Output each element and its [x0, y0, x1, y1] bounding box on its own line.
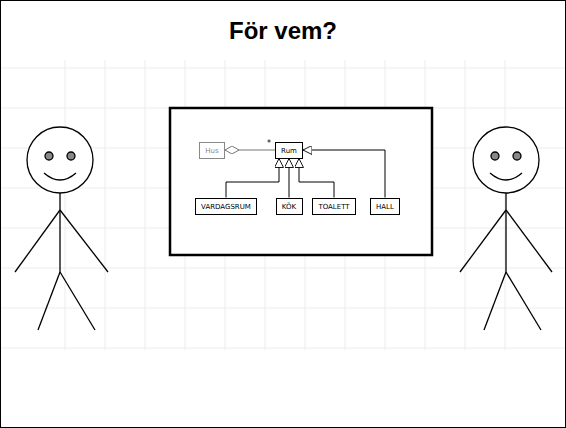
- class-name: TOALETT: [313, 203, 355, 212]
- inheritance-line: [299, 159, 334, 198]
- grid: [0, 60, 566, 350]
- stick-figure: [460, 127, 552, 330]
- inheritance-line: [303, 150, 385, 198]
- class-name: KÖK: [277, 203, 302, 212]
- class-name: HALL: [371, 203, 399, 212]
- class-name: Hus: [200, 147, 224, 156]
- class-box: VARDAGSRUM: [195, 198, 257, 215]
- class-box: TOALETT: [312, 198, 356, 215]
- inheritance-line: [226, 159, 279, 198]
- aggregation-line: [225, 150, 275, 151]
- class-box: Rum: [275, 142, 303, 159]
- class-name: Rum: [276, 147, 302, 156]
- class-box: Hus: [199, 142, 225, 159]
- class-box: KÖK: [276, 198, 303, 215]
- whiteboard: [170, 108, 432, 255]
- inheritance-line: [289, 159, 290, 198]
- class-name: VARDAGSRUM: [196, 203, 256, 212]
- stick-figure: [15, 127, 108, 330]
- multiplicity-label: *: [266, 139, 272, 148]
- class-box: HALL: [370, 198, 400, 215]
- slide-title: För vem?: [0, 17, 566, 45]
